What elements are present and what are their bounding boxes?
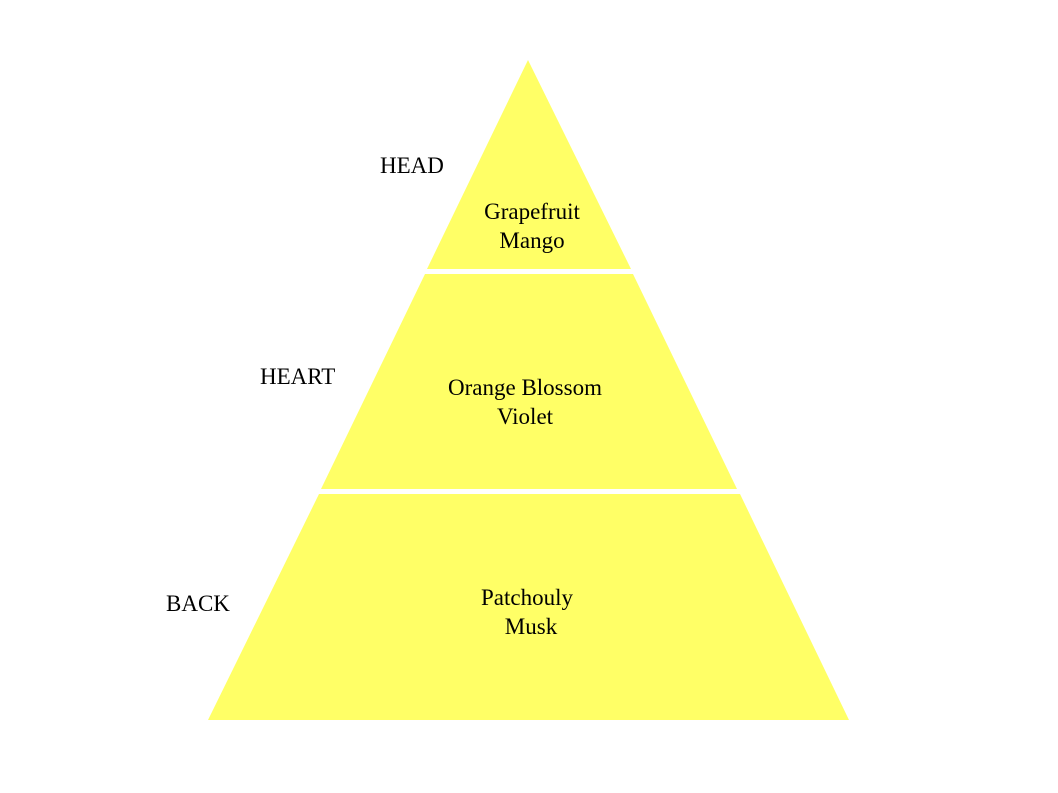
tier-head-note-2: Mango (499, 228, 564, 253)
tier-heart: HEART Orange Blossom Violet (260, 274, 737, 489)
tier-back-shape (208, 494, 849, 720)
tier-head-shape (427, 60, 631, 269)
tier-back: BACK Patchouly Musk (166, 494, 849, 720)
tier-back-label: BACK (166, 591, 230, 616)
tier-heart-note-1: Orange Blossom (448, 375, 602, 400)
tier-heart-label: HEART (260, 364, 335, 389)
tier-back-note-2: Musk (505, 614, 558, 639)
tier-heart-note-2: Violet (497, 404, 554, 429)
tier-head: HEAD Grapefruit Mango (380, 60, 631, 269)
tier-head-label: HEAD (380, 153, 444, 178)
tier-head-note-1: Grapefruit (484, 199, 580, 224)
tier-heart-shape (321, 274, 737, 489)
tier-back-note-1: Patchouly (481, 585, 573, 610)
